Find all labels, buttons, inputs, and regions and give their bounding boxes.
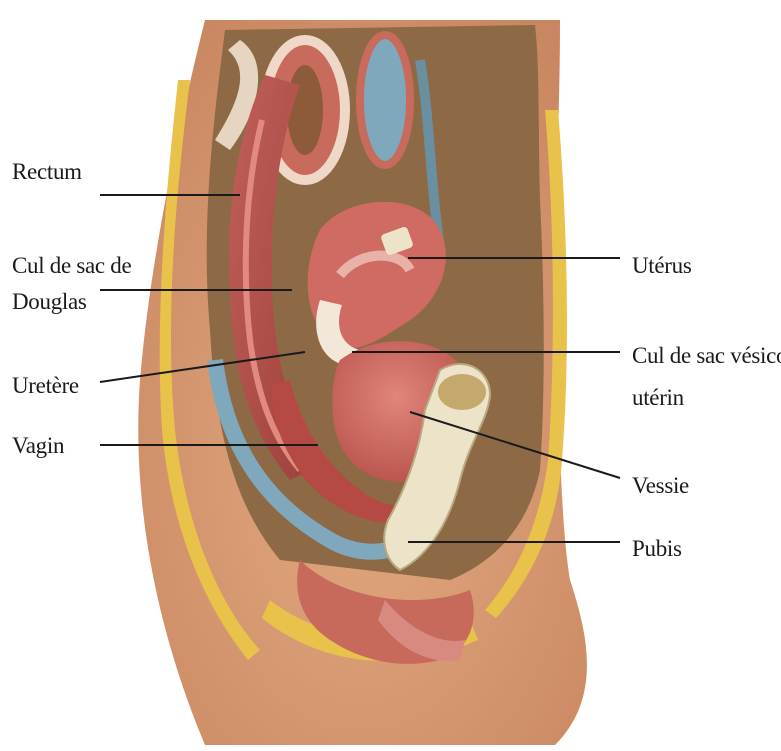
intestine-loop-1-lumen bbox=[287, 65, 323, 155]
label-pubis: Pubis bbox=[632, 535, 682, 563]
ovary-vessels bbox=[360, 35, 410, 165]
label-vagin: Vagin bbox=[12, 432, 64, 460]
label-vesico-line2: utérin bbox=[632, 384, 781, 412]
label-vesico-line1: Cul de sac vésico- bbox=[632, 342, 781, 370]
label-cul-de-sac-douglas-line1: Cul de sac de bbox=[12, 252, 131, 280]
label-cul-de-sac-douglas-line2: Douglas bbox=[12, 288, 131, 316]
label-rectum: Rectum bbox=[12, 158, 82, 186]
label-uterus: Utérus bbox=[632, 252, 692, 280]
label-uretere: Uretère bbox=[12, 372, 79, 400]
label-cul-de-sac-douglas: Cul de sac de Douglas bbox=[12, 252, 131, 316]
label-cul-de-sac-vesico-uterin: Cul de sac vésico- utérin bbox=[632, 342, 781, 412]
label-vessie: Vessie bbox=[632, 472, 689, 500]
pubis-section bbox=[438, 374, 486, 410]
